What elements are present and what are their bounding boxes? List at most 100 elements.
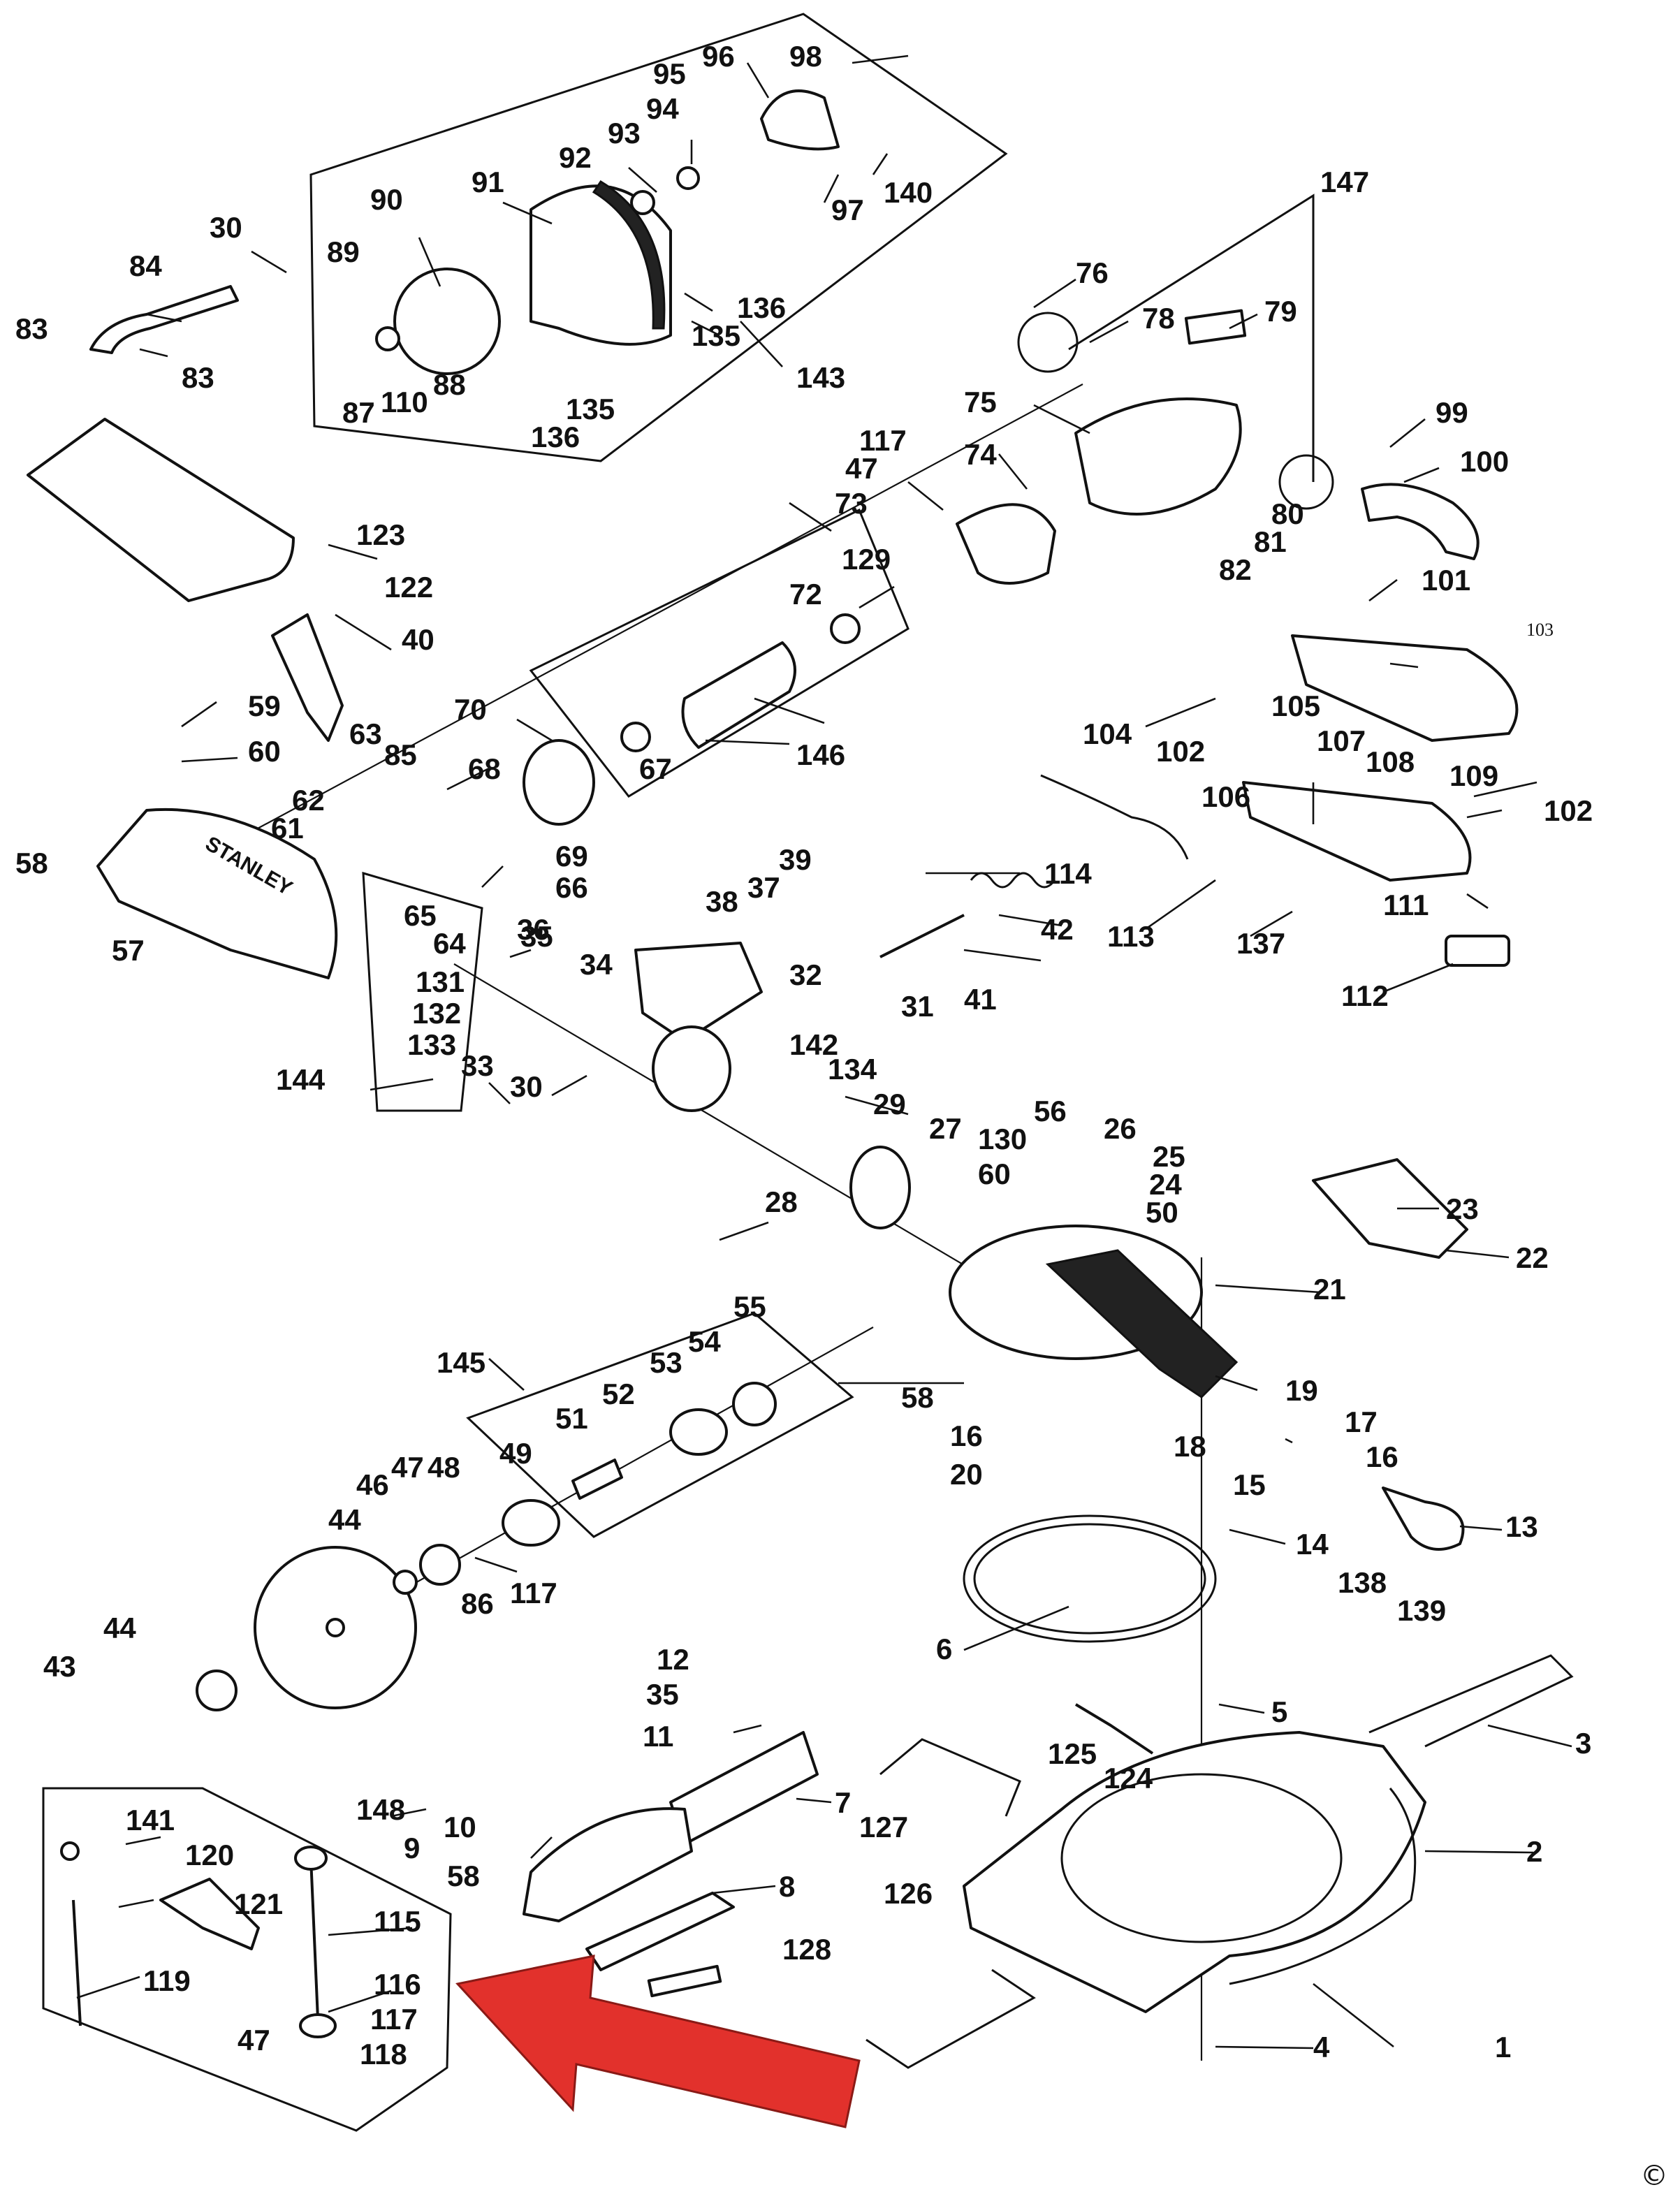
table-arm-21 [1045,1249,1239,1398]
handle-13 [1382,1486,1465,1551]
handle-housing-103 [1291,634,1519,742]
label-p70: 70 [454,693,487,726]
label-p143: 143 [796,361,845,394]
label-p142: 142 [789,1028,838,1061]
ring-6 [963,1514,1217,1643]
label-p81: 81 [1254,525,1287,558]
label-p100: 100 [1460,445,1509,478]
label-p119: 119 [143,1964,191,1997]
label-p115: 115 [374,1905,421,1938]
label-p141: 141 [126,1804,175,1836]
label-p128: 128 [782,1933,831,1966]
group-143-blade-guard-outline [309,13,1008,462]
label-p136b: 136 [531,421,580,453]
label-p140: 140 [884,176,933,209]
label-p36: 36 [517,913,550,946]
extension-3 [1368,1654,1574,1748]
label-p123: 123 [356,518,405,551]
disk-27 [849,1146,911,1229]
spring-42 [970,872,1056,889]
label-p87: 87 [342,396,375,429]
label-p54: 54 [688,1325,721,1358]
part-labels: 1 2 3 4 5 6 7 8 9 10 11 12 13 14 15 16 1… [15,40,1593,2070]
label-p113: 113 [1107,920,1155,953]
label-p48: 48 [428,1451,460,1484]
label-p18: 18 [1174,1430,1206,1463]
label-p135a: 135 [692,319,740,352]
label-p93: 93 [608,117,641,149]
plate-48 [502,1499,560,1547]
label-p32: 32 [789,958,822,991]
label-p148: 148 [356,1793,405,1826]
label-p72: 72 [789,578,822,611]
label-p4: 4 [1313,2031,1330,2063]
lever-84 [89,285,239,354]
label-p52: 52 [602,1378,635,1410]
label-p26: 26 [1104,1112,1137,1145]
guard-ridges-91 [592,180,666,330]
label-p135b: 135 [566,393,615,425]
label-79 [1184,309,1247,345]
brush-cap-circle [1017,312,1079,373]
label-p60b: 60 [978,1157,1011,1190]
label-p23: 23 [1446,1192,1479,1225]
label-p12: 12 [657,1643,689,1676]
label-p139: 139 [1397,1594,1446,1627]
label-p30b: 30 [510,1070,543,1103]
label-p16b: 16 [1366,1440,1398,1473]
label-p130: 130 [978,1123,1027,1155]
pivot-arm-32 [634,942,763,1042]
flange-44b [419,1544,461,1586]
label-p78: 78 [1142,302,1175,335]
label-p8: 8 [779,1870,795,1903]
label-p126: 126 [884,1877,933,1910]
label-p75: 75 [964,386,997,418]
axis-upper [174,383,1083,874]
bar-127 [879,1738,1021,1817]
label-p5: 5 [1271,1695,1287,1728]
label-p138: 138 [1338,1566,1387,1599]
label-p37: 37 [747,871,780,904]
label-p103: 103 [1526,620,1554,640]
red-arrow [455,1955,861,2128]
label-p84: 84 [129,249,162,282]
handle-100 [1361,483,1480,560]
label-p38: 38 [706,885,738,918]
label-p91: 91 [472,166,504,198]
label-p133: 133 [407,1028,456,1061]
label-p107: 107 [1317,724,1366,757]
motor-housing-75 [1074,397,1242,516]
label-p122: 122 [384,571,433,604]
label-p114: 114 [1044,857,1092,890]
label-p83b: 83 [182,361,214,394]
label-p9: 9 [404,1832,420,1864]
label-p102b: 102 [1544,794,1593,827]
label-p20: 20 [950,1458,983,1491]
label-p62: 62 [292,784,325,817]
label-p47b: 47 [391,1451,424,1484]
label-p44a: 44 [328,1503,361,1536]
label-p112: 112 [1341,979,1389,1012]
label-p89: 89 [327,235,360,268]
field-74 [956,503,1056,585]
label-p136a: 136 [737,291,786,324]
group-148-kit-outline [42,1787,452,2132]
label-p88: 88 [433,368,466,401]
label-p120: 120 [185,1839,234,1871]
label-p33: 33 [461,1049,494,1082]
label-p146: 146 [796,738,845,771]
dust-bag-123 [27,418,295,602]
shaft-41 [879,914,965,958]
group-145-gearbox-outline [466,1312,854,1538]
label-p24: 24 [1149,1168,1182,1201]
gear-housing-70 [523,739,595,826]
label-p67: 67 [639,752,672,785]
label-p99: 99 [1436,396,1468,429]
washer-88 [375,326,400,351]
label-p47c: 47 [238,2024,270,2056]
label-p34: 34 [580,948,613,981]
label-p86: 86 [461,1587,494,1620]
fence-8 [585,1892,735,1971]
label-p132: 132 [412,997,461,1030]
pivot-collar-32 [652,1025,731,1112]
